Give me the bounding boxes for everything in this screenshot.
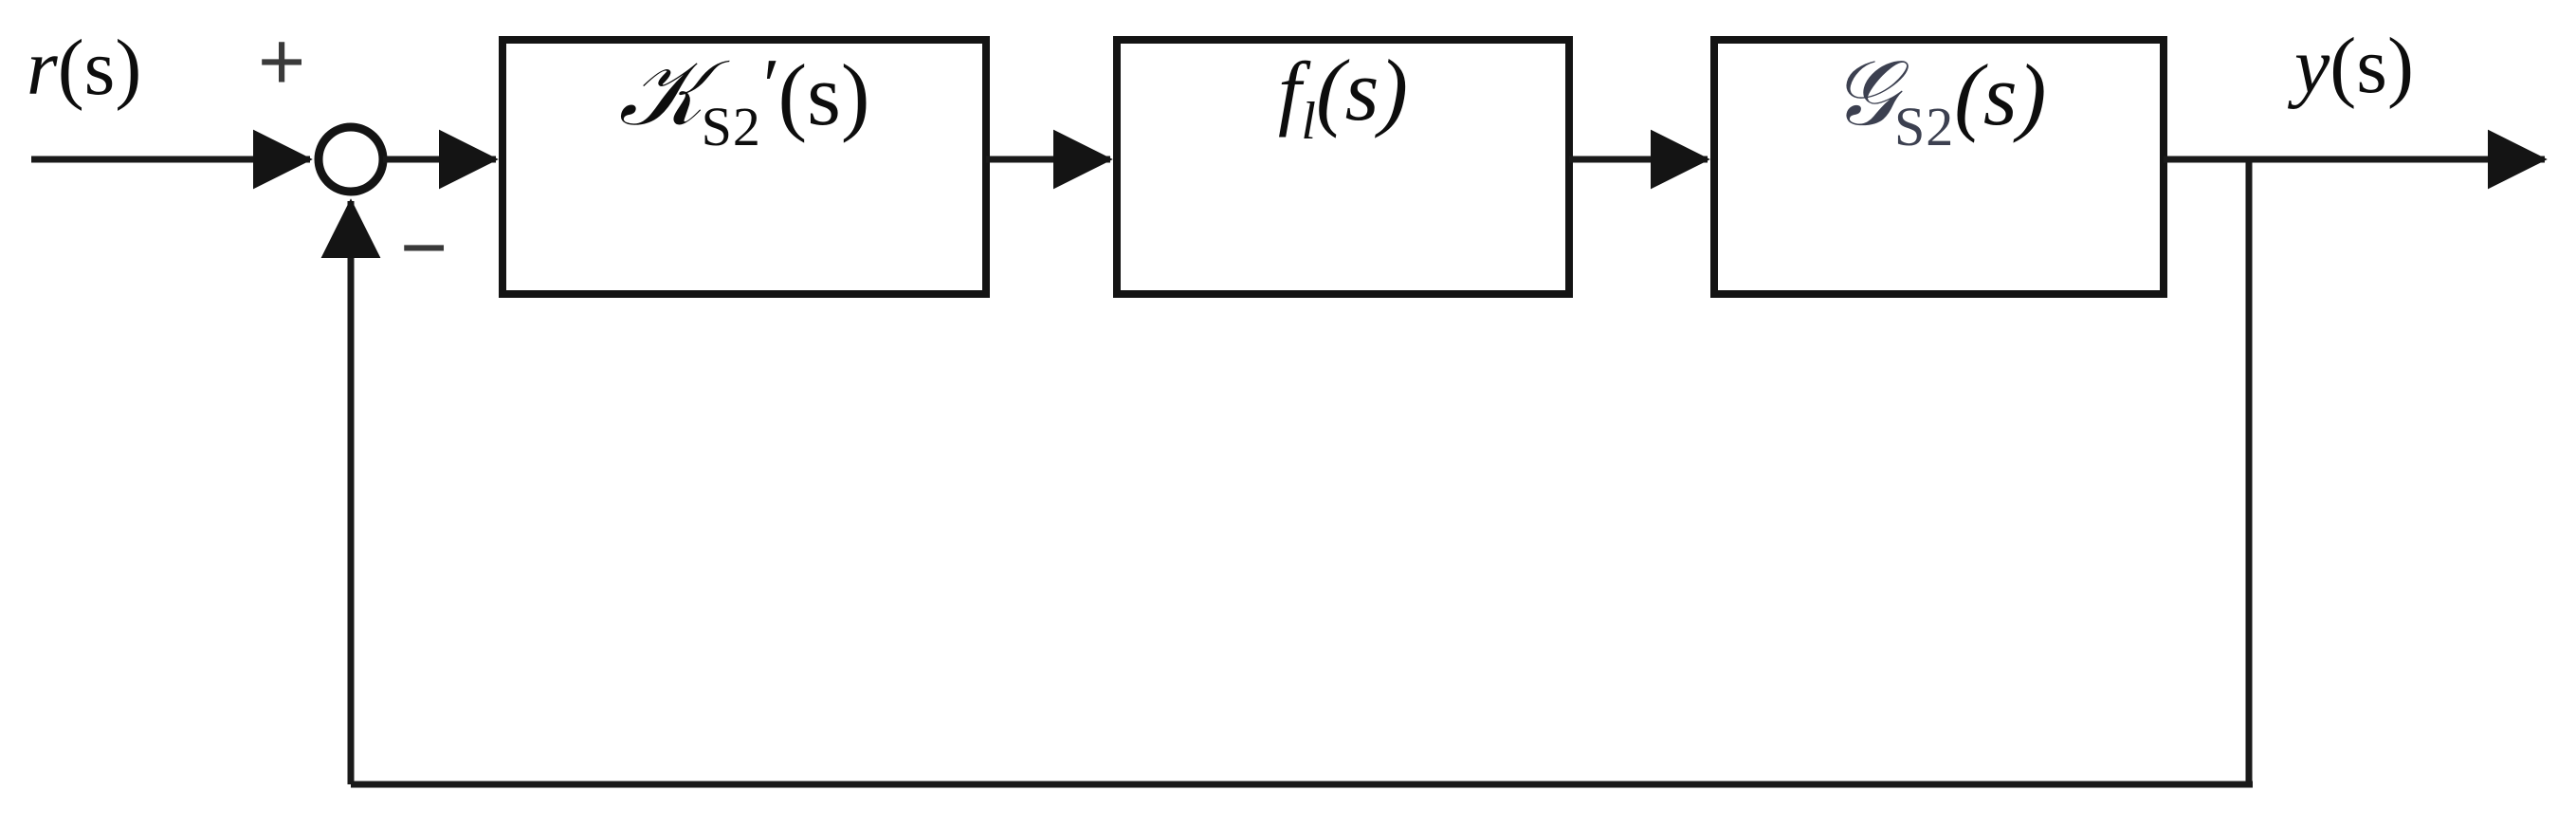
output-signal-label: y(s) <box>2294 27 2414 106</box>
controller-block <box>499 36 990 298</box>
plant-block <box>1710 36 2167 298</box>
plant-argument: (s) <box>1954 46 2047 143</box>
actuator-block <box>1113 36 1573 298</box>
summing-junction-minus-sign: − <box>400 202 448 293</box>
controller-argument: (s) <box>777 46 870 143</box>
summing-junction-circle <box>314 122 388 196</box>
output-variable: y <box>2294 22 2330 110</box>
controller-prime: ′ <box>762 45 780 128</box>
controller-symbol: 𝒦 <box>618 40 703 146</box>
actuator-subscript: l <box>1301 92 1316 151</box>
output-argument: (s) <box>2329 22 2414 110</box>
controller-subscript: S2 <box>701 96 761 157</box>
input-signal-label: r(s) <box>27 28 141 108</box>
actuator-argument: (s) <box>1315 42 1409 138</box>
actuator-symbol: f <box>1277 46 1302 138</box>
summing-junction-plus-sign: + <box>258 16 306 107</box>
plant-symbol: 𝒢 <box>1831 40 1896 146</box>
plant-subscript: S2 <box>1894 96 1955 157</box>
input-argument: (s) <box>57 24 142 112</box>
input-variable: r <box>27 24 58 112</box>
